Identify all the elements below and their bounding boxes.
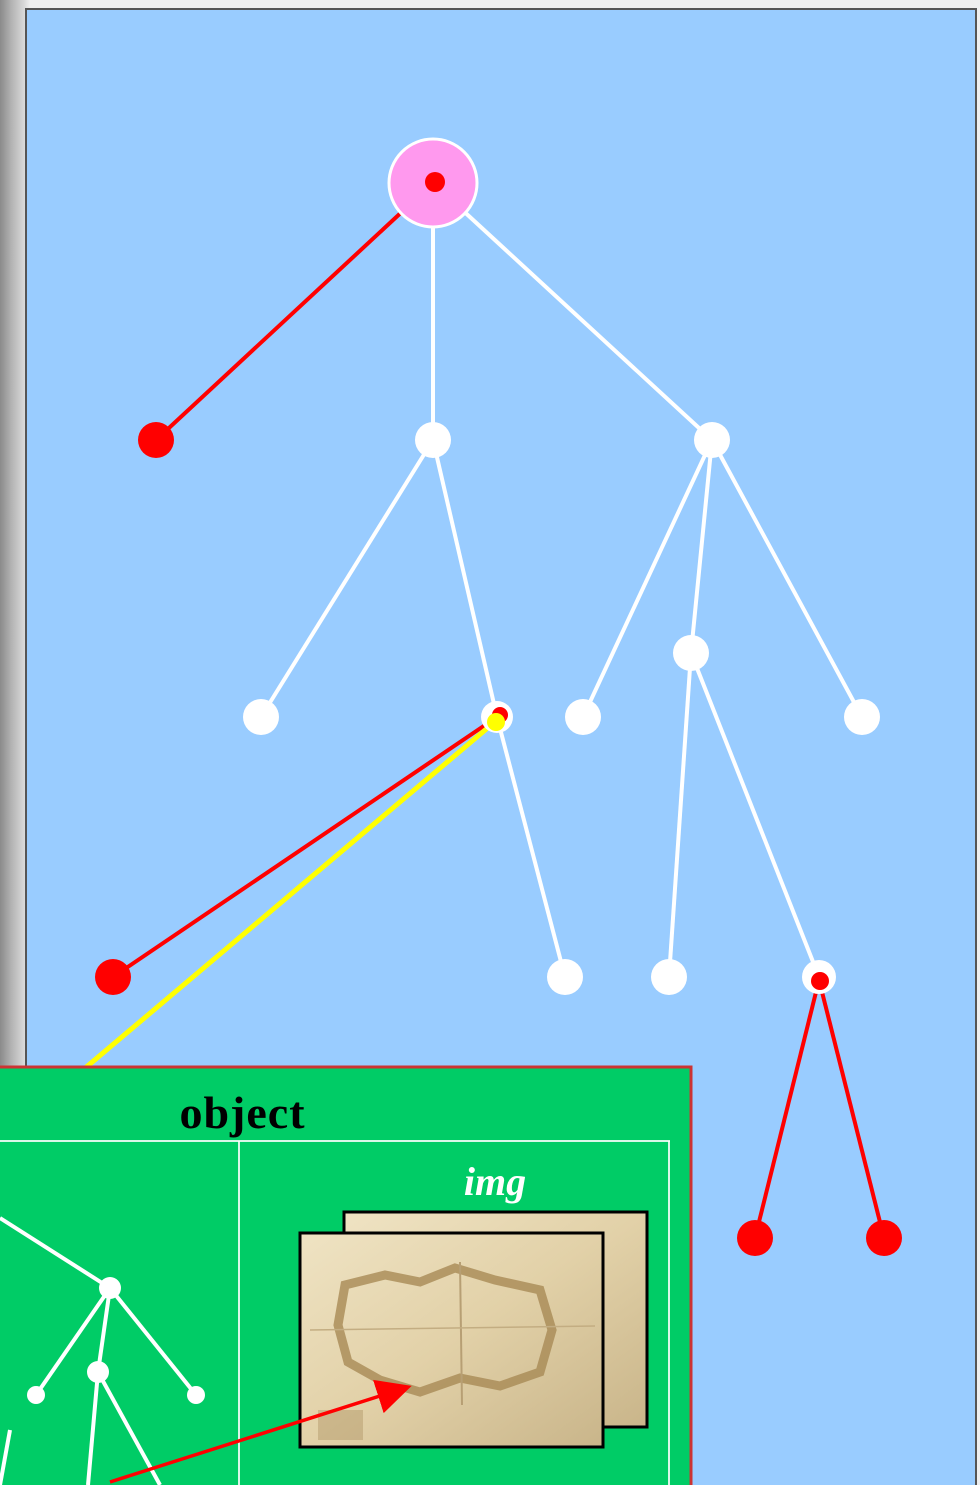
mini-tree-node bbox=[99, 1277, 121, 1299]
red-leaf[interactable] bbox=[138, 422, 174, 458]
tree-node[interactable] bbox=[673, 635, 709, 671]
tree-node[interactable] bbox=[844, 699, 880, 735]
tree-node[interactable] bbox=[415, 422, 451, 458]
tree-node[interactable] bbox=[651, 959, 687, 995]
red-leaf[interactable] bbox=[95, 959, 131, 995]
mini-tree-node bbox=[87, 1361, 109, 1383]
mini-tree-node bbox=[187, 1386, 205, 1404]
tree-node[interactable] bbox=[565, 699, 601, 735]
mini-tree-node bbox=[27, 1386, 45, 1404]
tree-node[interactable] bbox=[694, 422, 730, 458]
node-red-marker bbox=[811, 972, 829, 990]
tree-node[interactable] bbox=[547, 959, 583, 995]
object-title: object bbox=[0, 1086, 485, 1139]
img-label: img bbox=[405, 1158, 585, 1205]
mid-node-yellow-marker bbox=[487, 713, 505, 731]
root-node[interactable] bbox=[425, 172, 445, 192]
tree-node[interactable] bbox=[243, 699, 279, 735]
red-leaf[interactable] bbox=[866, 1220, 902, 1256]
map-image-thumbnail[interactable] bbox=[300, 1212, 647, 1447]
red-leaf[interactable] bbox=[737, 1220, 773, 1256]
